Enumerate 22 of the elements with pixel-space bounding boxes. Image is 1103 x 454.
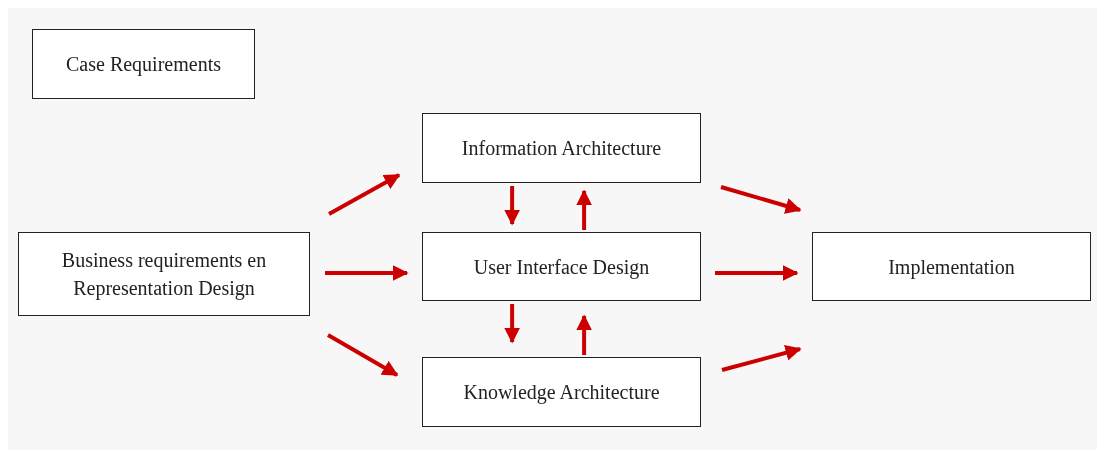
arrow: [325, 265, 409, 281]
process-box: [18, 232, 310, 316]
arrow: [720, 185, 802, 214]
process-box: [422, 357, 701, 427]
box-label: User Interface Design: [473, 254, 650, 281]
box-label: Case Requirements: [66, 52, 221, 78]
box-label: Knowledge Architecture: [463, 380, 660, 406]
process-box: [422, 232, 701, 301]
arrow: [504, 304, 521, 344]
arrow: [576, 189, 593, 230]
process-box: [32, 29, 255, 99]
process-box: [422, 113, 701, 183]
box-label: Information Architecture: [461, 136, 662, 161]
arrow: [504, 186, 521, 226]
process-box: [812, 232, 1091, 301]
arrow: [576, 314, 593, 355]
box-label: Implementation: [888, 254, 1015, 281]
box-label: Business requirements en Representation Design: [60, 248, 268, 302]
arrow: [327, 333, 399, 377]
arrow: [328, 173, 401, 216]
arrow: [721, 345, 802, 372]
arrow: [715, 265, 799, 281]
